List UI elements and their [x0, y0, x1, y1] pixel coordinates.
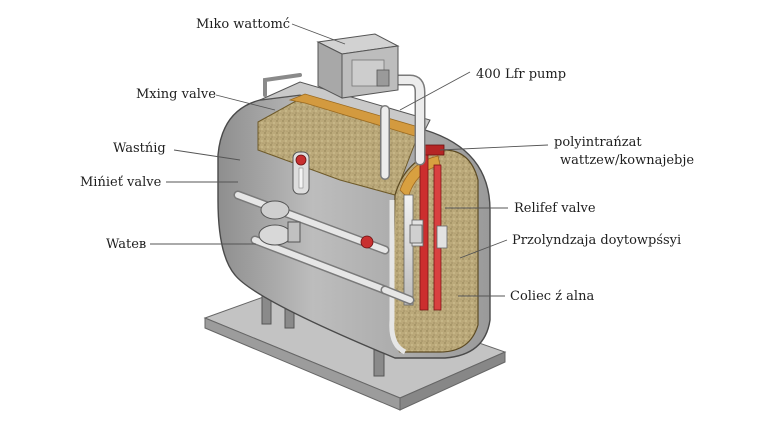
label-mixing-valve: Mxing valve	[136, 87, 216, 102]
label-coil: Coliec ź alna	[510, 289, 594, 304]
labels: Mıko wattomć Mxing valve 400 Lfr pump po…	[80, 17, 694, 304]
label-minlet-valve: Mińieť valve	[80, 175, 162, 190]
control-box	[316, 33, 400, 99]
label-relief-valve: Relifef valve	[514, 201, 596, 216]
label-insulation-2: wattzew/kownajebje	[560, 153, 694, 168]
mixing-valve-gauge	[292, 151, 310, 195]
external-pipes	[233, 73, 426, 305]
leader-lines	[150, 23, 549, 297]
label-top-box: Mıko wattomć	[196, 17, 290, 32]
label-filler: Przolyndzaja doytowpśsyi	[512, 233, 681, 248]
label-water: Wateв	[106, 237, 146, 252]
label-wasting: Wastńig	[113, 141, 166, 156]
label-pump: 400 Lfr pump	[476, 67, 566, 82]
label-insulation: polyintrańzat	[554, 135, 642, 150]
pipe-valves	[258, 200, 423, 249]
